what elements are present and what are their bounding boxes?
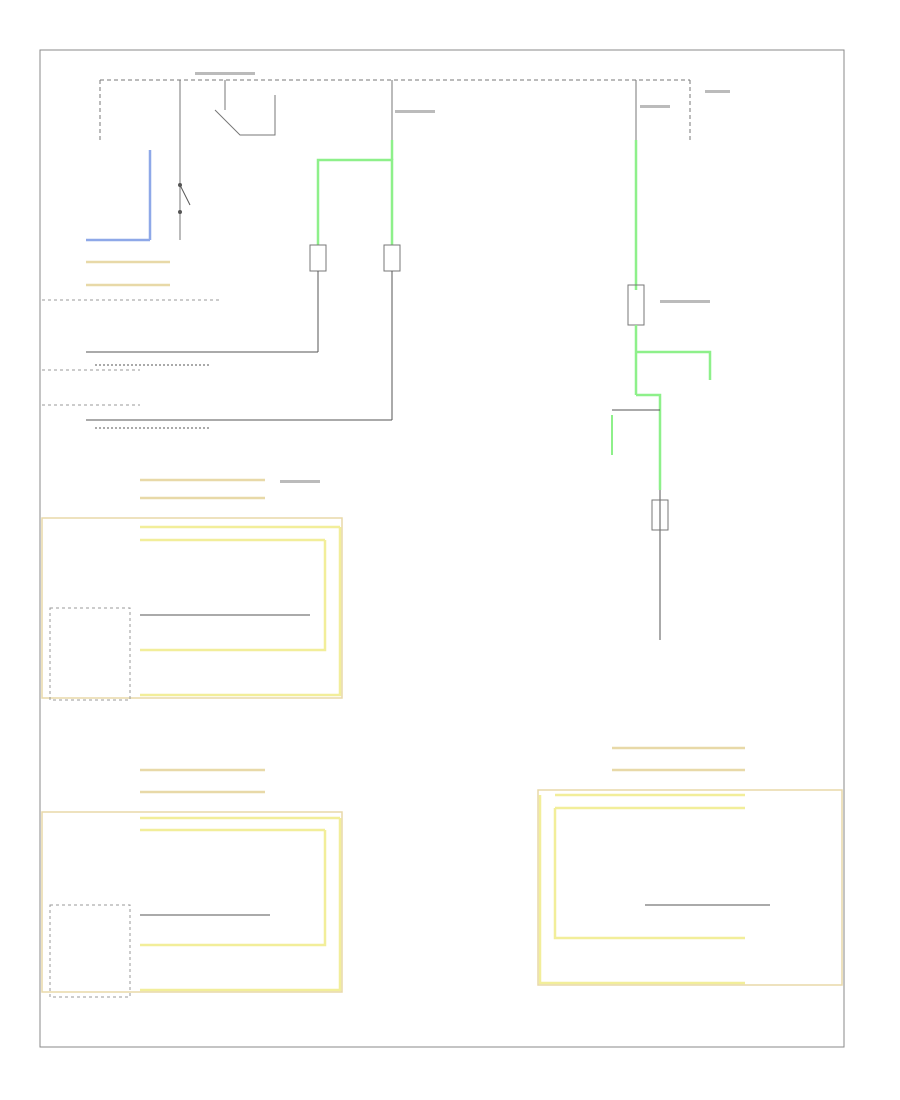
label-hints	[195, 72, 730, 483]
module-connectors-1	[41, 478, 343, 701]
stop-lamp-section	[42, 140, 401, 429]
brake-switch-section	[42, 150, 220, 301]
module-connectors-2	[41, 768, 343, 998]
right-upper-green-run	[611, 140, 712, 640]
top-power-bus	[99, 79, 691, 240]
module-connectors-3	[537, 746, 843, 986]
diagram-border	[39, 49, 845, 1048]
